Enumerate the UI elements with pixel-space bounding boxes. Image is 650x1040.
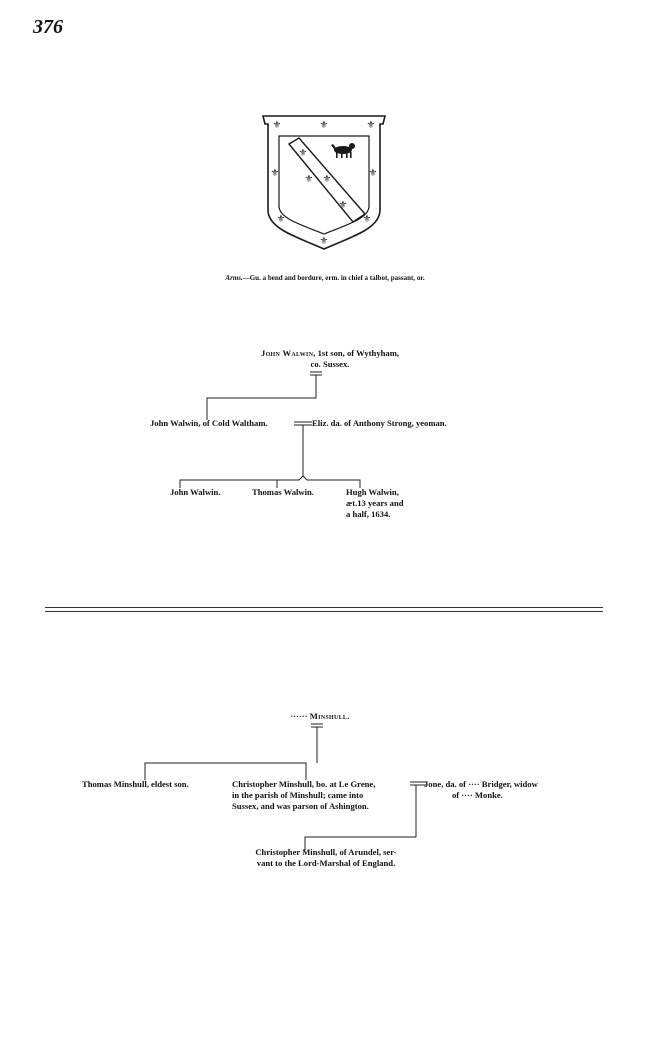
minshull-husband: Christopher Minshull, bo. at Le Grene, i…	[232, 779, 376, 811]
minshull-root-prefix: ······	[290, 711, 308, 721]
minshull-root-name: Minshull.	[309, 711, 350, 721]
svg-text:⚜: ⚜	[271, 168, 280, 179]
section-divider-top	[45, 607, 603, 608]
walwin-child-3: Hugh Walwin, æt.13 years and a half, 163…	[346, 487, 404, 519]
coat-of-arms-shield: ⚜ ⚜ ⚜ ⚜ ⚜ ⚜ ⚜ ⚜ ⚜ ⚜ ⚜ ⚜	[261, 115, 387, 250]
svg-text:⚜: ⚜	[339, 200, 348, 211]
svg-text:⚜: ⚜	[273, 120, 282, 131]
minshull-child: Christopher Minshull, of Arundel, ser- v…	[255, 847, 397, 868]
walwin-root-line1: , 1st son, of Wythyham,	[313, 348, 400, 358]
page-number: 376	[33, 16, 63, 38]
minshull-wife: Jone, da. of ···· Bridger, widow of ····…	[424, 779, 538, 800]
arms-caption: Arms.—Gu. a bend and bordure, erm. in ch…	[0, 274, 650, 282]
section-divider-bottom	[45, 611, 603, 612]
svg-text:⚜: ⚜	[363, 214, 372, 225]
svg-text:⚜: ⚜	[277, 214, 286, 225]
svg-text:⚜: ⚜	[320, 236, 329, 247]
svg-text:⚜: ⚜	[367, 120, 376, 131]
svg-text:⚜: ⚜	[305, 174, 314, 185]
svg-text:⚜: ⚜	[320, 120, 329, 131]
svg-text:⚜: ⚜	[323, 174, 332, 185]
walwin-root-line2: co. Sussex.	[310, 359, 350, 369]
arms-blazon: —Gu. a bend and bordure, erm. in chief a…	[242, 274, 425, 282]
ermine-spots: ⚜ ⚜ ⚜ ⚜ ⚜ ⚜ ⚜ ⚜ ⚜ ⚜ ⚜ ⚜	[271, 120, 378, 247]
walwin-child-2: Thomas Walwin.	[252, 487, 314, 497]
walwin-husband: John Walwin, of Cold Waltham.	[150, 418, 268, 428]
minshull-root: ······ Minshull.	[230, 711, 410, 722]
walwin-root-name: John Walwin	[260, 348, 314, 358]
svg-text:⚜: ⚜	[369, 168, 378, 179]
arms-label: Arms.	[225, 274, 243, 282]
minshull-elder-son: Thomas Minshull, eldest son.	[82, 779, 189, 789]
walwin-root: John Walwin, 1st son, of Wythyham, co. S…	[190, 348, 470, 370]
talbot-icon	[331, 143, 355, 158]
walwin-wife: Eliz. da. of Anthony Strong, yeoman.	[312, 418, 447, 428]
walwin-child-1: John Walwin.	[170, 487, 221, 497]
svg-text:⚜: ⚜	[299, 148, 308, 159]
